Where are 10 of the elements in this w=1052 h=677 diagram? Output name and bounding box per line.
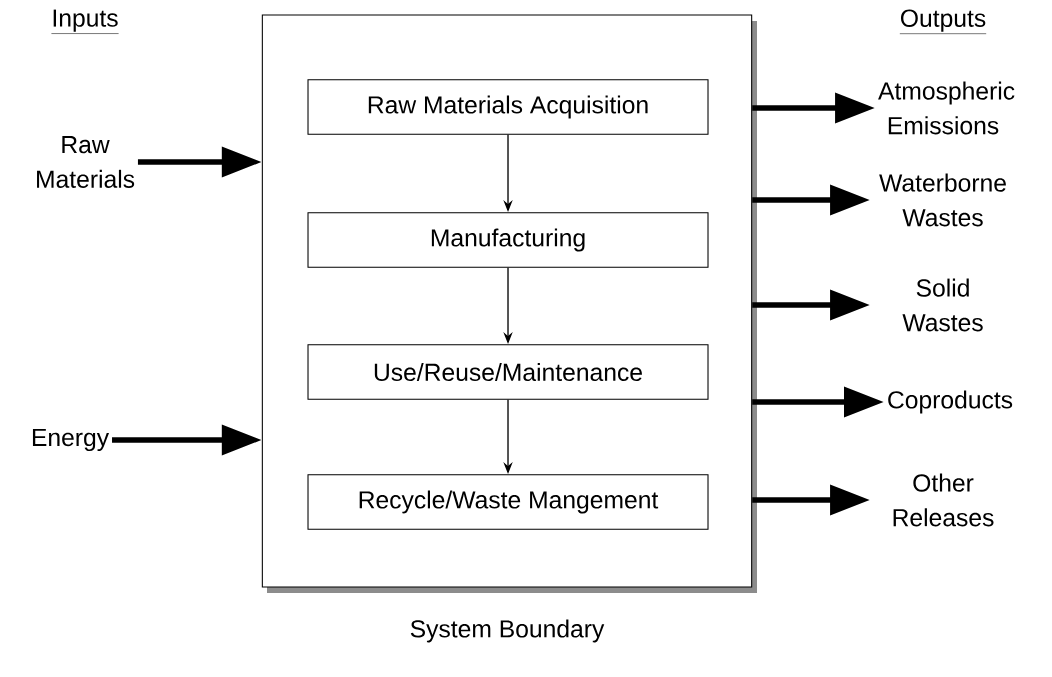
flow-label: Solid Wastes — [902, 278, 983, 332]
flow-label: Coproducts — [888, 390, 1013, 414]
flow-label: Energy — [32, 428, 110, 452]
boundary-label: System Boundary — [410, 619, 605, 643]
flow-label: Waterborne Wastes — [879, 173, 1006, 227]
column-heading: Outputs — [899, 9, 987, 34]
flow-label: Atmospheric Emissions — [878, 81, 1015, 135]
flow-label: Other Releases — [893, 473, 994, 527]
flow-label: Raw Materials — [37, 136, 135, 188]
column-heading: Inputs — [51, 9, 119, 34]
